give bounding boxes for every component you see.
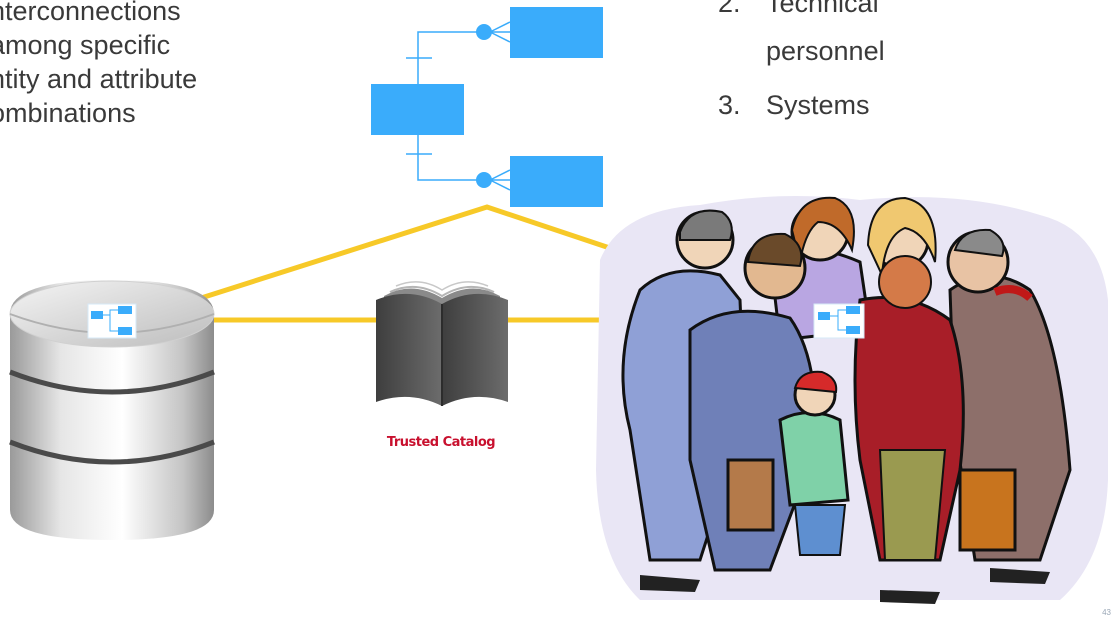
list-item-2-continued: personnel: [766, 34, 885, 68]
bag-left: [726, 458, 775, 532]
people-group-illustration: [596, 196, 1108, 604]
left-text-line-1: nterconnections: [0, 0, 181, 26]
book-icon: [376, 281, 508, 406]
left-text-line-3: ntity and attribute: [0, 64, 198, 94]
list-item-2: 2. Technical: [718, 0, 879, 20]
list-item-3: 3. Systems: [718, 88, 870, 122]
page-number: 43: [1102, 608, 1111, 617]
er-thumbnail-database-icon: [87, 303, 137, 339]
relationship-lines: [406, 21, 511, 191]
entity-box-bottom: [510, 156, 603, 207]
left-text-block: nterconnections among specific ntity and…: [0, 0, 310, 130]
left-text-line-2: among specific: [0, 30, 171, 60]
left-text-line-4: ombinations: [0, 98, 136, 128]
list-item-2-line1: Technical: [766, 0, 879, 18]
list-item-3-label: Systems: [766, 90, 870, 120]
relationship-marker-top: [476, 24, 492, 40]
list-item-2-number: 2.: [718, 0, 741, 18]
er-diagram: [371, 7, 603, 207]
entity-box-top: [510, 7, 603, 58]
list-item-3-number: 3.: [718, 90, 741, 120]
list-item-2-line2: personnel: [766, 36, 885, 66]
bag-right: [958, 468, 1017, 552]
relationship-marker-bottom: [476, 172, 492, 188]
entity-box-middle: [371, 84, 464, 135]
er-thumbnail-people-icon: [813, 303, 865, 339]
catalog-caption: Trusted Catalog: [386, 435, 496, 450]
